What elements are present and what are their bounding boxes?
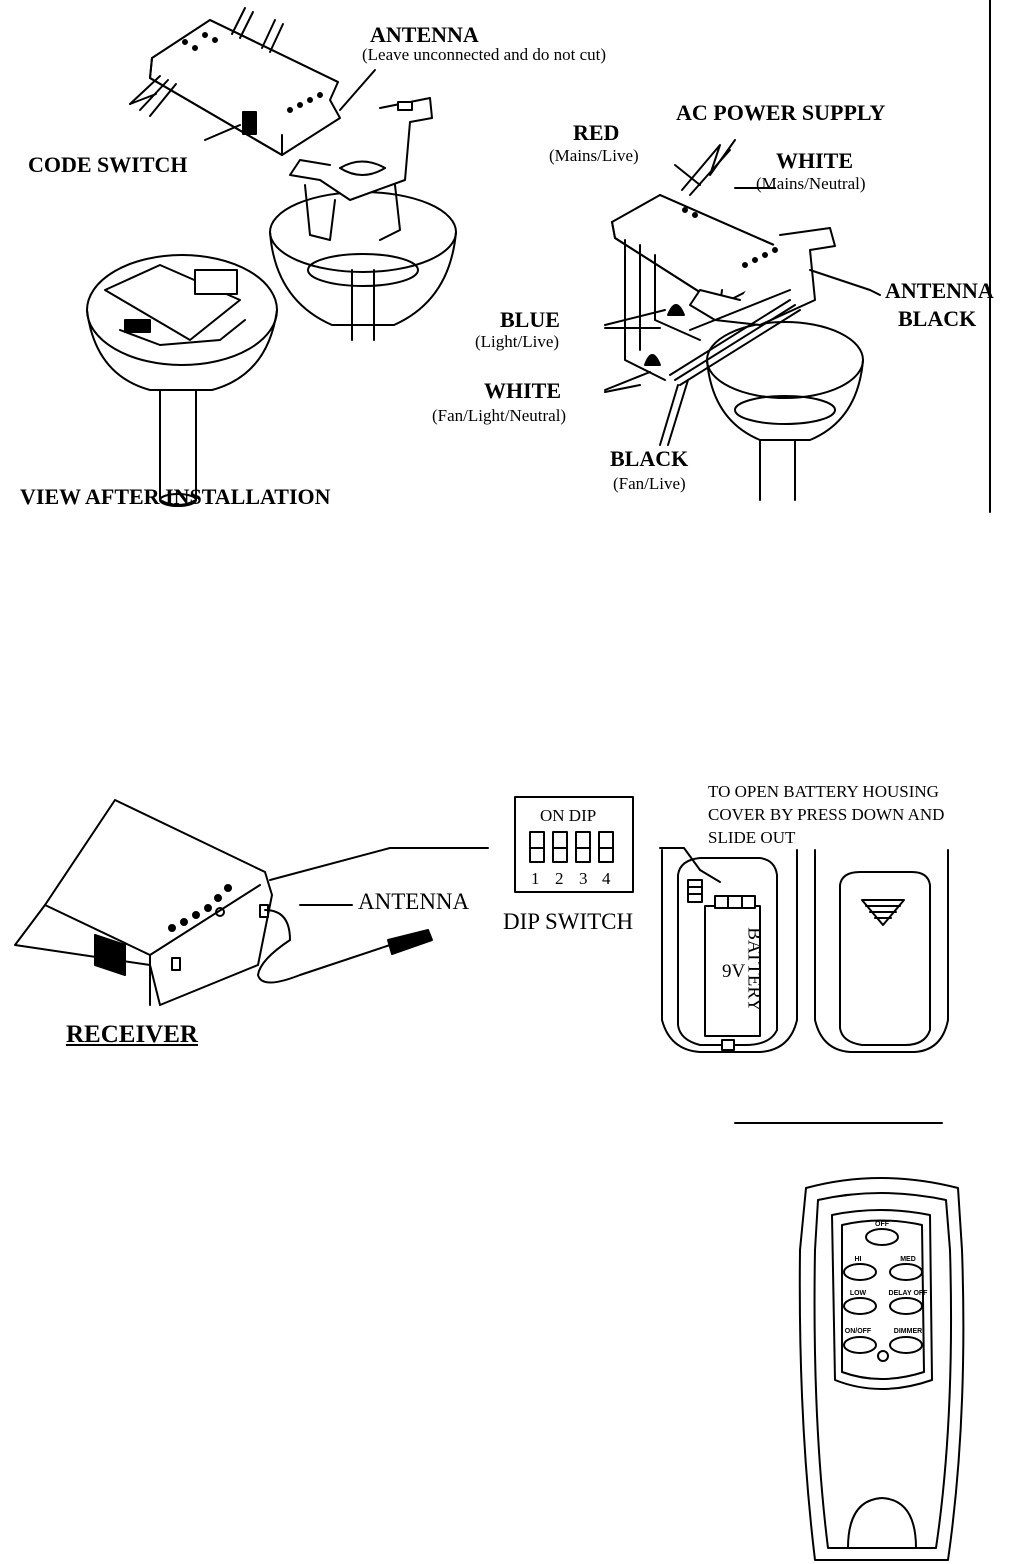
remote-caption-delay: DELAY OFF	[889, 1290, 929, 1297]
remote-caption-med: MED	[900, 1256, 916, 1263]
installed-view	[86, 254, 278, 507]
remote-btn-off	[865, 1228, 899, 1246]
remote-btn-onoff	[843, 1336, 877, 1354]
black-fan-note: (Fan/Live)	[613, 474, 686, 493]
view-after-installation-label: VIEW AFTER INSTALLATION	[20, 484, 331, 509]
remote-back-open	[661, 849, 798, 1053]
battery-instruction-line-1: TO OPEN BATTERY HOUSING	[708, 782, 939, 801]
white-mains-note: (Mains/Neutral)	[756, 174, 866, 193]
remote-caption-onoff: ON/OFF	[845, 1328, 872, 1335]
dip-number-2: 2	[555, 869, 564, 888]
code-switch-leader	[204, 124, 241, 141]
antenna-right-label: ANTENNA	[885, 278, 994, 303]
wiring-assembly	[611, 139, 881, 501]
light-bulb-icon	[877, 1350, 889, 1362]
battery-voltage-label: 9V	[722, 961, 746, 982]
remote-btn-hi	[843, 1263, 877, 1281]
battery-instruction-line-3: SLIDE OUT	[708, 828, 796, 847]
blue-leader-1	[604, 309, 666, 326]
dip-to-remote-leader	[659, 847, 701, 871]
dip-switch-label: DIP SWITCH	[503, 909, 634, 934]
remote-caption-low: LOW	[850, 1290, 867, 1297]
remote-caption-off: OFF	[875, 1221, 890, 1228]
remote-btn-dimmer	[889, 1336, 923, 1354]
black-fan-label: BLACK	[610, 446, 689, 471]
white-fan-leader-1	[604, 371, 651, 391]
white-fan-label: WHITE	[484, 378, 562, 403]
battery-instruction-line-2: COVER BY PRESS DOWN AND	[708, 805, 945, 824]
dip-number-1: 1	[531, 869, 540, 888]
black-right-label: BLACK	[898, 306, 977, 331]
antenna-leader	[339, 69, 376, 111]
canopy-with-bracket	[269, 97, 457, 341]
white-mains-label: WHITE	[776, 148, 854, 173]
code-switch-label: CODE SWITCH	[28, 152, 188, 177]
white-fan-note: (Fan/Light/Neutral)	[432, 406, 567, 425]
ac-power-supply-label: AC POWER SUPPLY	[676, 100, 886, 125]
remote-btn-delay	[889, 1297, 923, 1315]
battery-label: BATTERY	[743, 927, 765, 1012]
receiver-bottom	[14, 799, 433, 1006]
white-fan-leader-2	[604, 384, 641, 393]
dip-on-label: ON DIP	[540, 806, 597, 825]
blue-label: BLUE	[500, 307, 560, 332]
remote-back-cover	[814, 849, 949, 1053]
red-label: RED	[573, 120, 620, 145]
antenna-note: (Leave unconnected and do not cut)	[362, 45, 607, 64]
black-fan-leader-2	[667, 379, 689, 446]
remote-btn-low	[843, 1297, 877, 1315]
dip-switch-box	[514, 796, 634, 893]
remote-btn-med	[889, 1263, 923, 1281]
remote-caption-hi: HI	[855, 1256, 862, 1263]
antenna-title: ANTENNA	[370, 22, 479, 47]
black-fan-leader-1	[659, 384, 679, 446]
red-leader	[674, 164, 701, 186]
antenna-bottom-label: ANTENNA	[358, 889, 470, 914]
red-note: (Mains/Live)	[549, 146, 639, 165]
receiver-dip-leader	[269, 847, 489, 881]
remote-front	[798, 1177, 965, 1561]
dip-number-3: 3	[579, 869, 588, 888]
remote-caption-dimmer: DIMMER	[894, 1328, 922, 1335]
receiver-label: RECEIVER	[66, 1021, 198, 1048]
blue-note: (Light/Live)	[475, 332, 560, 351]
dip-number-4: 4	[602, 869, 611, 888]
receiver-unit-top	[129, 7, 341, 156]
